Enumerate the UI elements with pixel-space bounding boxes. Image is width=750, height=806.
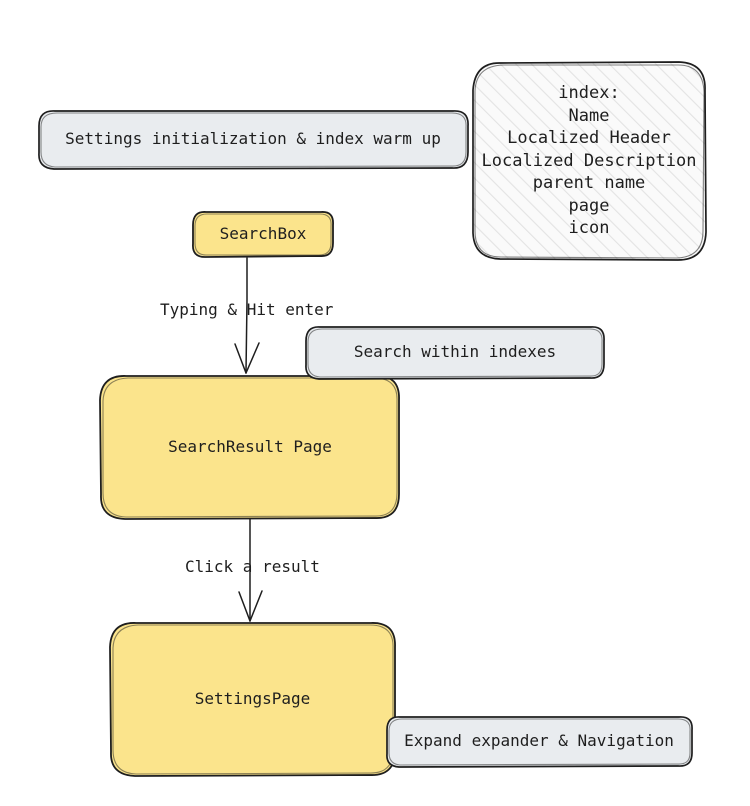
- node-search-result-page[interactable]: [100, 375, 400, 518]
- edge-label-typing-hit-enter: Typing & Hit enter: [160, 300, 334, 319]
- node-search-within-indexes[interactable]: [305, 326, 605, 378]
- node-settings-page[interactable]: [110, 622, 395, 775]
- node-expand-expander[interactable]: [386, 716, 692, 766]
- edge-label-click-a-result: Click a result: [185, 557, 320, 576]
- node-index-box[interactable]: [472, 62, 706, 260]
- node-search-box[interactable]: [193, 211, 333, 257]
- node-settings-init[interactable]: [38, 110, 468, 168]
